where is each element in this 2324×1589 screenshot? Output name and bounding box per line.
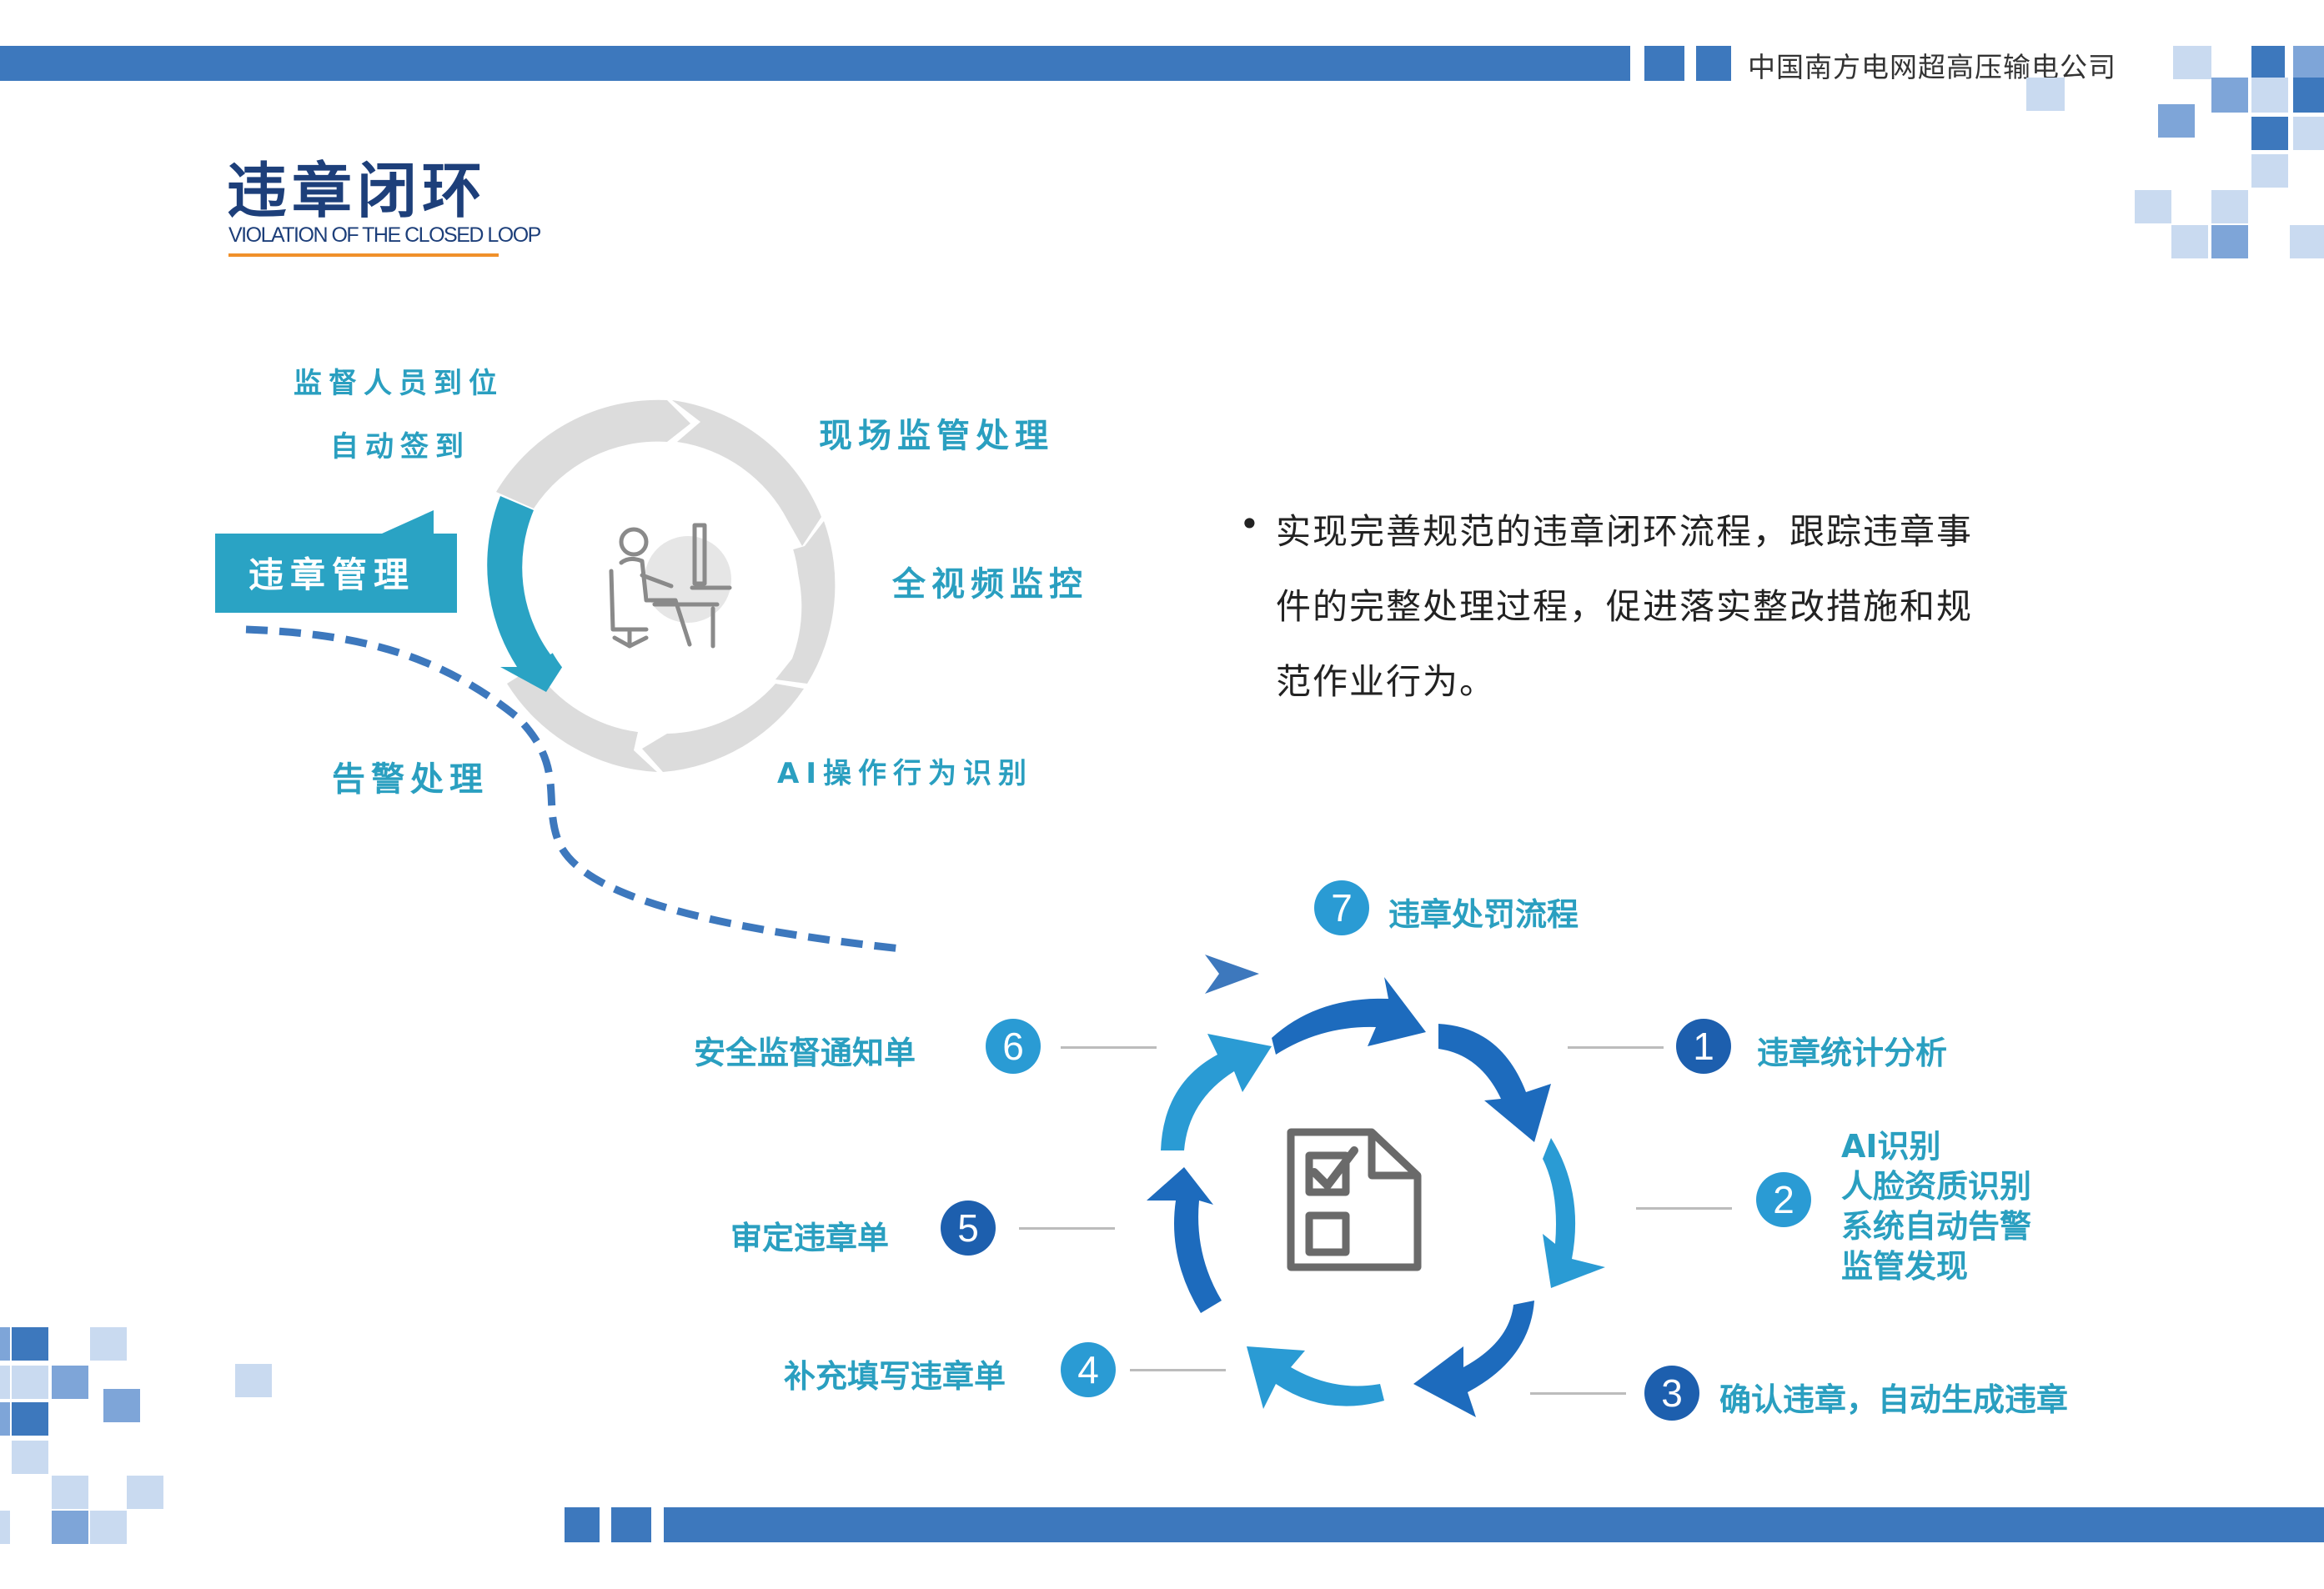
label-supervisor-arrival: 监督人员到位 — [294, 367, 504, 400]
page-title: 违章闭环 — [227, 156, 488, 226]
footer-bar-block — [565, 1507, 600, 1542]
step-1-connector — [1568, 1046, 1664, 1049]
step-7-number: 7 — [1314, 880, 1369, 935]
description-line-2: 件的完整处理过程，促进落实整改措施和规 — [1276, 586, 1974, 627]
step-5-number: 5 — [941, 1201, 996, 1256]
dashed-connector-arrowhead — [1205, 955, 1259, 994]
footer-bar-block — [611, 1507, 651, 1542]
title-underline — [228, 253, 499, 257]
footer-bar — [664, 1507, 2324, 1542]
management-box — [215, 510, 457, 613]
step-2-line-1: AI识别 — [1841, 1128, 1941, 1165]
label-auto-checkin: 自动签到 — [330, 430, 470, 464]
step-3-label: 确认违章，自动生成违章 — [1719, 1381, 2069, 1418]
step-2-line-2: 人脸资质识别 — [1841, 1168, 2032, 1205]
step-6-label: 安全监督通知单 — [694, 1035, 916, 1071]
step-2-number: 2 — [1756, 1172, 1811, 1227]
step-4-number: 4 — [1061, 1342, 1116, 1397]
checklist-document-icon — [1287, 1128, 1422, 1271]
description-line-3: 范作业行为。 — [1276, 661, 1497, 702]
step-2-connector — [1636, 1207, 1732, 1210]
step-4-label: 补充填写违章单 — [784, 1358, 1006, 1395]
step-6-connector — [1061, 1046, 1157, 1049]
description-bullet: • — [1239, 504, 1262, 544]
header-bar-block — [1644, 46, 1684, 81]
label-alarm-handling: 告警处理 — [332, 760, 489, 799]
step-5-label: 审定违章单 — [730, 1220, 890, 1256]
label-ai-recognition: AI操作行为识别 — [777, 757, 1033, 790]
step-3-number: 3 — [1644, 1366, 1699, 1421]
dashed-connector-arrow — [245, 625, 901, 953]
step-4-connector — [1130, 1369, 1226, 1371]
management-label: 违章管理 — [248, 554, 416, 595]
step-5-connector — [1019, 1227, 1115, 1230]
step-1-number: 1 — [1676, 1019, 1731, 1074]
step-1-label: 违章统计分析 — [1757, 1035, 1948, 1071]
person-at-computer-icon — [609, 523, 732, 649]
step-6-number: 6 — [986, 1019, 1041, 1074]
label-onsite-handling: 现场监管处理 — [819, 417, 1054, 455]
step-2-line-3: 系统自动告警 — [1841, 1208, 2032, 1245]
header-bar-block — [1696, 46, 1731, 81]
header-bar — [0, 46, 1630, 81]
step-2-line-4: 监管发现 — [1841, 1248, 1969, 1285]
page-subtitle: VIOLATION OF THE CLOSED LOOP — [228, 223, 541, 247]
step-3-connector — [1530, 1392, 1626, 1395]
step-7-label: 违章处罚流程 — [1388, 896, 1579, 933]
bottom-cycle-arrows — [1147, 977, 1605, 1417]
label-full-video: 全视频监控 — [892, 565, 1088, 604]
description-line-1: 实现完善规范的违章闭环流程，跟踪违章事 — [1276, 511, 1974, 552]
